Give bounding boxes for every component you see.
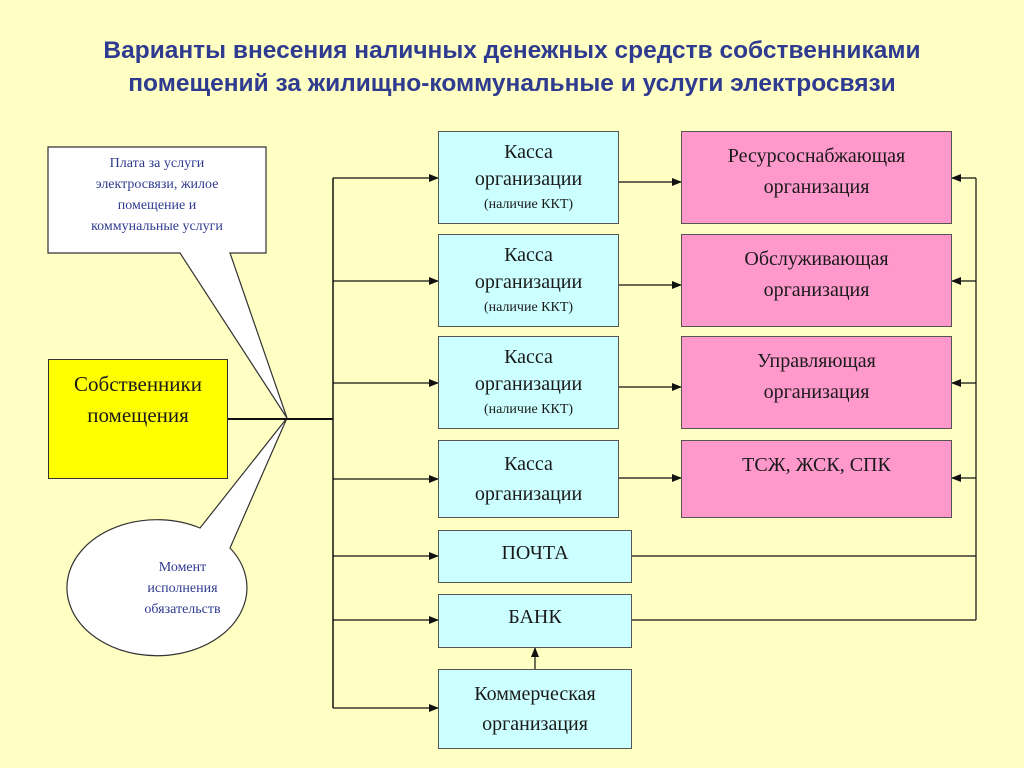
channel-3-line-2: организации [474,372,583,395]
callout-bottom-bubble [66,417,288,657]
channel-2-line-1: Касса [504,243,553,266]
callout-bottom-line-3: обязательств [144,602,221,617]
channel-kassa-1: Касса организации (наличие ККТ) [438,131,619,224]
channel-bank-label: БАНК [508,606,562,628]
recipient-1-line-1: Ресурсоснабжающая [727,145,906,167]
callout-top-text: Плата за услуги электросвязи, жилое поме… [52,153,262,237]
recipient-2-line-1: Обслуживающая [744,248,889,270]
channel-commercial-line-2: организация [482,713,588,735]
channel-2-sub: (наличие ККТ) [483,299,574,315]
channel-2-line-2: организации [474,270,583,293]
callout-top-bubble [47,146,288,419]
source-line-2: помещения [87,403,189,427]
channel-post: ПОЧТА [438,530,632,583]
recipient-3-line-2: организация [763,381,870,403]
recipient-3-line-1: Управляющая [757,350,876,372]
channel-3-line-1: Касса [504,345,553,368]
channel-1-line-2: организации [474,167,583,190]
callout-top-line-2: электросвязи, жилое [95,177,219,192]
channel-3-sub: (наличие ККТ) [483,401,574,417]
recipient-hoa: ТСЖ, ЖСК, СПК [681,440,952,518]
recipient-1-line-2: организация [763,176,870,198]
channel-commercial: Коммерческая организация [438,669,632,749]
channel-1-line-1: Касса [504,140,553,163]
recipient-2-line-2: организация [763,279,870,301]
channel-kassa-3: Касса организации (наличие ККТ) [438,336,619,429]
page-title: Варианты внесения наличных денежных сред… [0,34,1024,100]
callout-bottom-line-2: исполнения [147,581,218,596]
callout-bottom-line-1: Момент [158,560,207,575]
channel-bank: БАНК [438,594,632,648]
source-box-owners: Собственники помещения [48,359,228,479]
channel-4-line-2: организации [474,483,583,505]
channel-1-sub: (наличие ККТ) [483,196,574,212]
recipient-management: Управляющая организация [681,336,952,429]
callout-bottom-text: Момент исполнения обязательств [100,557,265,620]
recipient-resource-supply: Ресурсоснабжающая организация [681,131,952,224]
recipient-service: Обслуживающая организация [681,234,952,327]
channel-4-line-1: Касса [504,453,553,475]
source-line-1: Собственники [74,372,202,396]
channel-kassa-2: Касса организации (наличие ККТ) [438,234,619,327]
channel-kassa-4: Касса организации [438,440,619,518]
callout-top-line-1: Плата за услуги [109,156,205,171]
channel-commercial-line-1: Коммерческая [474,683,596,705]
callout-top-line-3: помещение и [117,198,197,213]
callout-top-line-4: коммунальные услуги [91,219,223,234]
title-line-1: Варианты внесения наличных денежных сред… [103,37,921,64]
recipient-4-line-1: ТСЖ, ЖСК, СПК [742,454,891,476]
channel-post-label: ПОЧТА [501,542,569,564]
title-line-2: помещений за жилищно-коммунальные и услу… [128,70,896,97]
